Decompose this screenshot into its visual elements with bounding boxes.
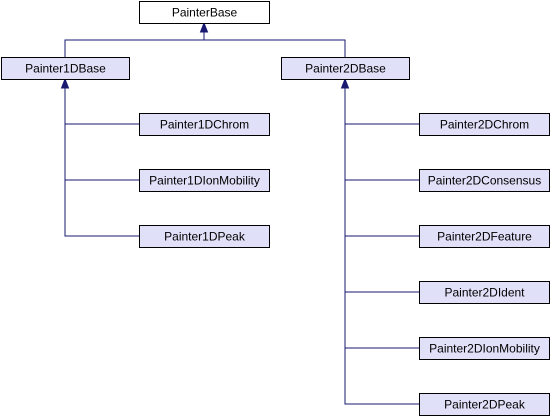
edge-painter2-dfeature-to-painter2-dbase — [344, 88, 419, 237]
class-node-label: Painter2DIonMobility — [429, 342, 540, 356]
class-node-painter1-dpeak[interactable]: Painter1DPeak — [139, 225, 270, 248]
class-node-label: Painter2DConsensus — [428, 174, 541, 188]
edge-painter2-dchrom-to-painter2-dbase — [344, 88, 419, 125]
class-node-box — [139, 169, 270, 192]
class-node-box — [139, 1, 270, 24]
class-node-painter2-dident[interactable]: Painter2DIdent — [419, 281, 550, 304]
edge-painter1-dbase-to-painter-base — [64, 32, 205, 57]
class-node-painter2-dchrom[interactable]: Painter2DChrom — [419, 113, 550, 136]
class-node-label: Painter1DPeak — [164, 230, 246, 244]
arrow-into-painter-base — [199, 21, 209, 33]
class-node-painter2-dfeature[interactable]: Painter2DFeature — [419, 225, 550, 248]
arrow-into-painter1d-base — [60, 77, 70, 89]
class-node-label: Painter1DChrom — [160, 118, 249, 132]
edge-painter2-dconsensus-to-painter2-dbase — [344, 88, 419, 181]
edge-painter2-dident-to-painter2-dbase — [344, 88, 419, 293]
class-node-painter1-dchrom[interactable]: Painter1DChrom — [139, 113, 270, 136]
edge-painter1-dchrom-to-painter1-dbase — [64, 88, 139, 125]
class-node-box — [139, 225, 270, 248]
edges-layer — [60, 21, 419, 405]
class-node-label: Painter1DBase — [25, 62, 106, 76]
class-node-painter2-dconsensus[interactable]: Painter2DConsensus — [419, 169, 550, 192]
class-node-label: Painter1DIonMobility — [149, 174, 260, 188]
class-node-label: Painter2DBase — [305, 62, 386, 76]
arrow-into-painter2d-base — [340, 77, 350, 89]
class-node-painter2-dion-mobility[interactable]: Painter2DIonMobility — [419, 337, 550, 360]
class-node-box — [281, 57, 410, 80]
class-node-painter1-dion-mobility[interactable]: Painter1DIonMobility — [139, 169, 270, 192]
class-node-label: PainterBase — [172, 6, 238, 20]
class-node-box — [1, 57, 130, 80]
class-node-label: Painter2DIdent — [444, 286, 525, 300]
class-node-painter2-dpeak[interactable]: Painter2DPeak — [419, 393, 550, 416]
class-node-label: Painter2DFeature — [437, 230, 532, 244]
edge-painter2-dion-mobility-to-painter2-dbase — [344, 88, 419, 349]
class-node-painter1-dbase[interactable]: Painter1DBase — [1, 57, 130, 80]
class-node-box — [139, 113, 270, 136]
class-node-label: Painter2DChrom — [440, 118, 529, 132]
edge-painter1-dion-mobility-to-painter1-dbase — [64, 88, 139, 181]
edge-painter2-dbase-to-painter-base — [203, 32, 346, 57]
edge-painter2-dpeak-to-painter2-dbase — [344, 88, 419, 405]
class-node-label: Painter2DPeak — [444, 398, 526, 412]
edge-painter1-dpeak-to-painter1-dbase — [64, 88, 139, 237]
class-node-painter-base[interactable]: PainterBase — [139, 1, 270, 24]
class-node-painter2-dbase[interactable]: Painter2DBase — [281, 57, 410, 80]
